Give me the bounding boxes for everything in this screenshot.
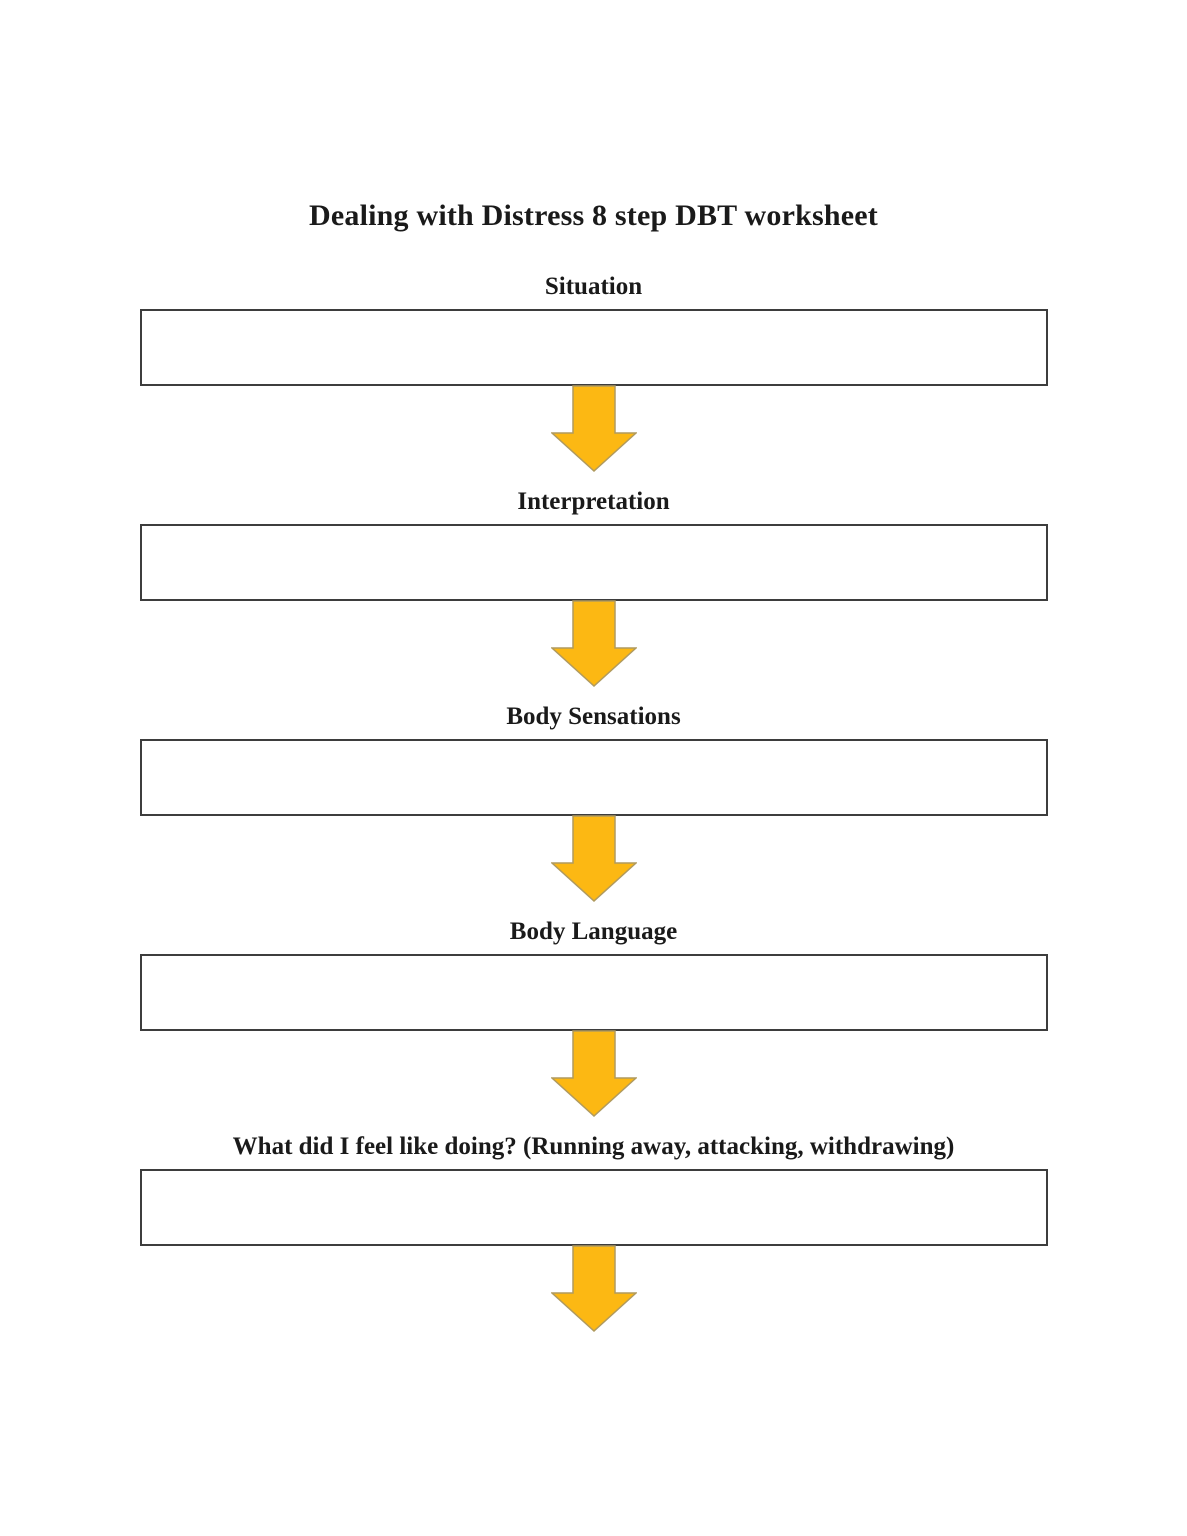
step-body-language: Body Language xyxy=(0,917,1187,1117)
answer-box-body-sensations[interactable] xyxy=(139,739,1048,816)
step-label: Body Sensations xyxy=(506,703,681,730)
answer-box-interpretation[interactable] xyxy=(139,524,1048,601)
down-arrow-icon xyxy=(550,1245,637,1332)
step-feel-like-doing: What did I feel like doing? (Running awa… xyxy=(0,1132,1187,1332)
step-situation: Situation xyxy=(0,272,1187,472)
down-arrow-icon xyxy=(550,815,637,902)
down-arrow-icon xyxy=(550,1030,637,1117)
step-body-sensations: Body Sensations xyxy=(0,702,1187,902)
answer-box-situation[interactable] xyxy=(139,309,1048,386)
answer-box-body-language[interactable] xyxy=(139,954,1048,1031)
down-arrow-icon xyxy=(550,600,637,687)
step-label: Body Language xyxy=(509,918,678,945)
down-arrow-icon xyxy=(550,385,637,472)
step-label: Interpretation xyxy=(517,488,670,515)
step-label: What did I feel like doing? (Running awa… xyxy=(232,1133,955,1160)
answer-box-feel-like-doing[interactable] xyxy=(139,1169,1048,1246)
page-title: Dealing with Distress 8 step DBT workshe… xyxy=(309,199,878,232)
step-interpretation: Interpretation xyxy=(0,487,1187,687)
step-label: Situation xyxy=(544,273,643,300)
